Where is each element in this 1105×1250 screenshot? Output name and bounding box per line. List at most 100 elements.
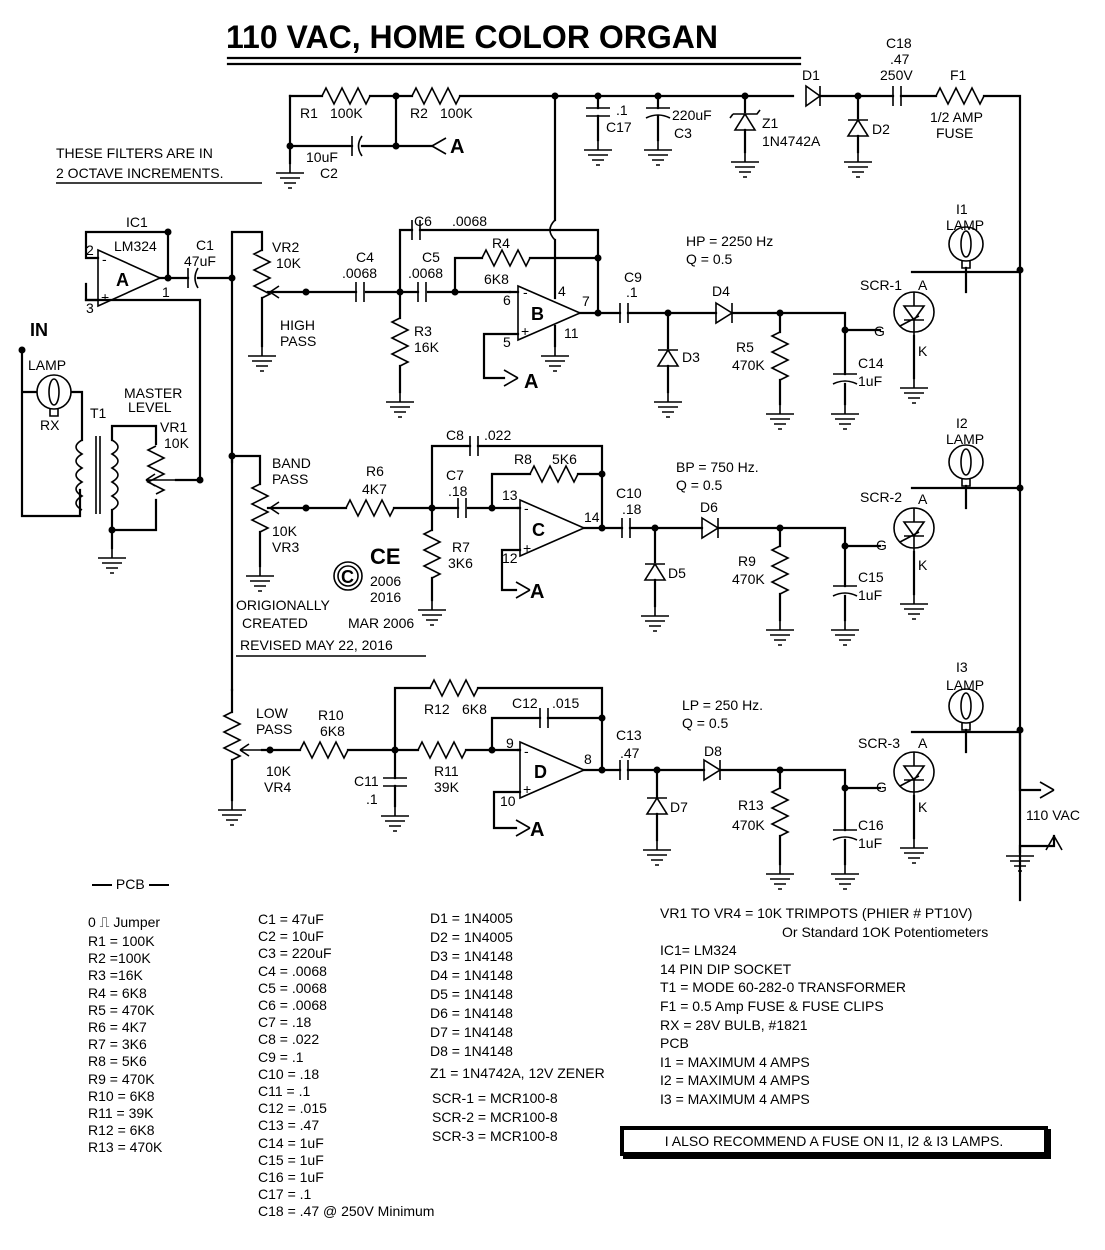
capacitor-entry: C16 = 1uF — [258, 1169, 324, 1186]
r5-value: 470K — [732, 357, 765, 373]
f1-label: F1 — [950, 67, 967, 83]
note-entry: T1 = MODE 60-282-0 TRANSFORMER — [660, 979, 906, 996]
scr-entry: SCR-3 = MCR100-8 — [432, 1128, 558, 1144]
r13-label: R13 — [738, 797, 764, 813]
pin-10: 10 — [500, 793, 516, 809]
band-pass-label: PASS — [272, 471, 308, 487]
capacitor-entry: C11 = .1 — [258, 1083, 311, 1100]
band-label: BAND — [272, 455, 311, 471]
note-entry: IC1= LM324 — [660, 942, 737, 959]
high-pass-filter: VR2 10K HIGH PASS C4 .0068 R3 16K C6 .00… — [247, 94, 884, 430]
c12-label: C12 — [512, 695, 538, 711]
lp-label: LP = 250 Hz. — [682, 697, 763, 713]
diode-entry: D2 = 1N4005 — [430, 929, 513, 945]
resistor-entry: R1 = 100K — [88, 933, 155, 949]
scr2-pin-a: A — [918, 491, 928, 507]
note-entry: Or Standard 1OK Potentiometers — [782, 923, 989, 940]
r12-value: 6K8 — [462, 701, 487, 717]
opamp-b-plus: + — [521, 323, 529, 339]
scr1-pin-a: A — [918, 277, 928, 293]
z1-value: 1N4742A — [762, 133, 821, 149]
vr1-label: VR1 — [160, 419, 187, 435]
pcb-header: PCB — [92, 876, 169, 892]
vr4-value: 10K — [266, 763, 292, 779]
rx-lamp-label: LAMP — [28, 357, 66, 373]
c13-value: .47 — [620, 745, 640, 761]
lp-q: Q = 0.5 — [682, 715, 729, 731]
d5-label: D5 — [668, 565, 686, 581]
vr4-label: VR4 — [264, 779, 291, 795]
c17-value: .1 — [616, 102, 628, 118]
title: 110 VAC, HOME COLOR ORGAN — [226, 19, 718, 55]
note-entry: RX = 28V BULB, #1821 — [660, 1016, 808, 1033]
c7-label: C7 — [446, 467, 464, 483]
vr2-label: VR2 — [272, 239, 299, 255]
c16-label: C16 — [858, 817, 884, 833]
scr1-pin-k: K — [918, 343, 928, 359]
resistor-entry: R10 = 6K8 — [88, 1087, 155, 1104]
recommendation-box: I ALSO RECOMMEND A FUSE ON I1, I2 & I3 L… — [620, 1126, 1048, 1156]
resistor-entry: R2 =100K — [88, 950, 151, 967]
scr-lamp-1: I1 LAMP SCR-1 A G K — [860, 201, 1024, 404]
scr2-label: SCR-2 — [860, 489, 902, 505]
opamp-b-label: B — [531, 304, 544, 324]
opamp-d-label: D — [534, 762, 547, 782]
pin-1: 1 — [162, 284, 170, 300]
c4-label: C4 — [356, 249, 374, 265]
band-pass-filter: BAND PASS 10K VR3 R6 4K7 R7 3K6 C8 .022 … — [228, 427, 884, 692]
opamp-a-label: A — [116, 270, 129, 290]
c9-value: .1 — [626, 284, 638, 300]
diode-entry: D8 = 1N4148 — [430, 1043, 513, 1059]
title-underline — [226, 56, 802, 66]
hp-q: Q = 0.5 — [686, 251, 733, 267]
scr3-pin-k: K — [918, 799, 928, 815]
r7-label: R7 — [452, 539, 470, 555]
ac-label: 110 VAC — [1026, 807, 1080, 823]
power-supply: R1 100K R2 100K A 10uF C2 .1 C17 220uF C… — [275, 35, 1022, 902]
r1-label: R1 — [300, 105, 318, 121]
created-line-2: CREATED — [242, 615, 308, 631]
notes-list: VR1 TO VR4 = 10K TRIMPOTS (PHIER # PT10V… — [660, 904, 988, 1109]
d4-label: D4 — [712, 283, 730, 299]
note-entry: I1 = MAXIMUM 4 AMPS — [660, 1053, 810, 1070]
r10-value: 6K8 — [320, 723, 345, 739]
f1-value: 1/2 AMP — [930, 109, 983, 125]
scr1-pin-g: G — [874, 323, 885, 339]
scr3-label: SCR-3 — [858, 735, 900, 751]
r13-value: 470K — [732, 817, 765, 833]
pcb-header-text: PCB — [115, 876, 145, 892]
r10-label: R10 — [318, 707, 344, 723]
r2-label: R2 — [410, 105, 428, 121]
r11-value: 39K — [434, 779, 460, 795]
jumper-note: 0 ⎍ Jumper — [88, 914, 161, 930]
diode-entry: D4 = 1N4148 — [430, 967, 513, 983]
resistor-entry: R12 = 6K8 — [88, 1122, 155, 1139]
resistor-entry: R4 = 6K8 — [88, 984, 147, 1001]
i2-label: I2 — [956, 415, 968, 431]
node-a-c: A — [530, 581, 544, 603]
c12-value: .015 — [552, 695, 579, 711]
r9-value: 470K — [732, 571, 765, 587]
c11-value: .1 — [366, 791, 378, 807]
resistor-entry: R6 = 4K7 — [88, 1019, 147, 1036]
opamp-d-plus: + — [523, 781, 531, 797]
i1-label: I1 — [956, 201, 968, 217]
c8-label: C8 — [446, 427, 464, 443]
capacitor-entry: C3 = 220uF — [258, 945, 332, 962]
node-a-supply: A — [450, 136, 464, 158]
opamp-b-minus: - — [523, 284, 528, 300]
copyright-year-1: 2006 — [370, 573, 401, 589]
high-label: HIGH — [280, 317, 315, 333]
i3-label: I3 — [956, 659, 968, 675]
c6-value: .0068 — [452, 213, 487, 229]
c11-label: C11 — [354, 773, 379, 789]
high-pass-label: PASS — [280, 333, 316, 349]
c18-rating: 250V — [880, 67, 913, 83]
diode-entry: D5 = 1N4148 — [430, 986, 513, 1002]
created-date: MAR 2006 — [348, 615, 414, 631]
opamp-a-minus: - — [102, 251, 107, 267]
pin-13: 13 — [502, 487, 518, 503]
